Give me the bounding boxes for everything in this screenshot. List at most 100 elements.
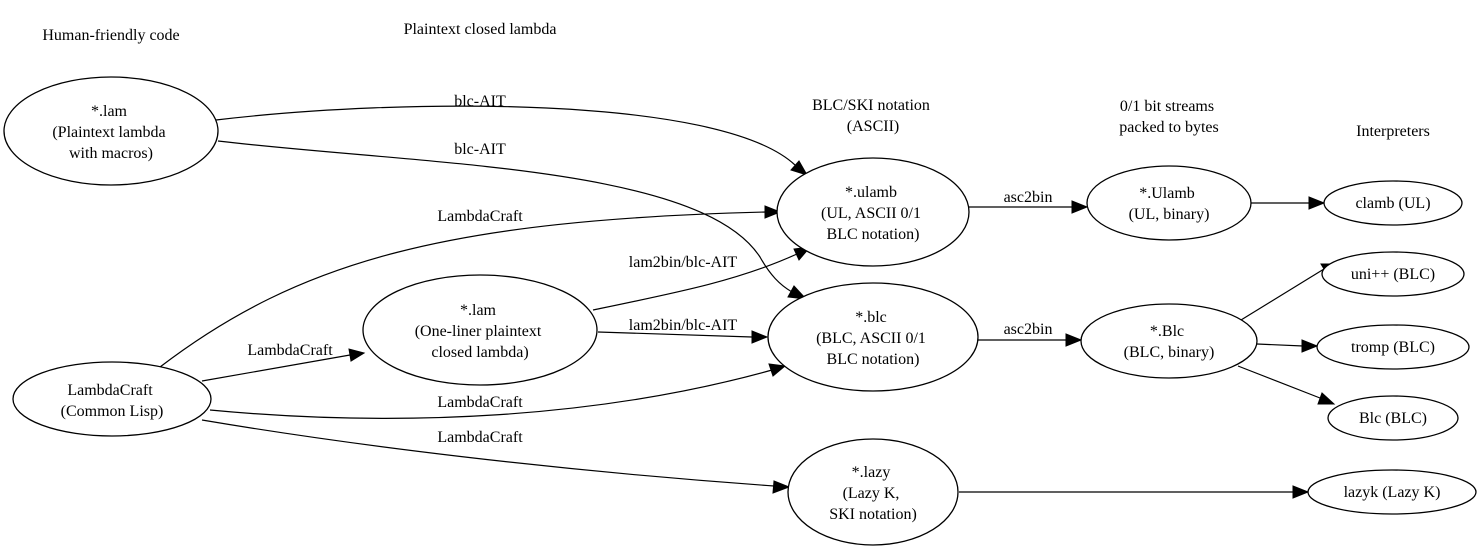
node-shape	[1307, 469, 1477, 515]
edge-label: blc-AIT	[454, 93, 506, 110]
edge-line	[592, 253, 798, 311]
edge-label: LambdaCraft	[247, 342, 333, 359]
node-shape	[1321, 251, 1465, 297]
node-label-line: (BLC, ASCII 0/1	[816, 330, 926, 347]
node-blc-interp: Blc (BLC)	[1327, 395, 1459, 441]
column-headers: Human-friendly code Plaintext closed lam…	[42, 21, 1430, 140]
edge-label: lam2bin/blc-AIT	[629, 254, 738, 271]
edge-line	[201, 354, 351, 382]
edge-bbin-to-blc	[1237, 365, 1336, 405]
edge-label: LambdaCraft	[437, 429, 523, 446]
node-lam-oneliner: *.lam (One-liner plaintext closed lambda…	[362, 274, 598, 386]
edge-label: blc-AIT	[454, 141, 506, 158]
edges: blc-AIT blc-AIT LambdaCraft LambdaCraft …	[159, 93, 1340, 499]
edge-lc-to-lazy: LambdaCraft	[201, 419, 791, 494]
node-label-line: (UL, ASCII 0/1	[821, 205, 921, 222]
node-label-line: (Common Lisp)	[61, 403, 164, 420]
node-ulamb-ascii: *.ulamb (UL, ASCII 0/1 BLC notation)	[776, 157, 970, 267]
nodes: *.lam (Plaintext lambda with macros) Lam…	[3, 76, 1477, 546]
node-label: *.blc (BLC, ASCII 0/1 BLC notation)	[816, 309, 930, 368]
node-label: uni++ (BLC)	[1351, 266, 1435, 283]
node-label: LambdaCraft (Common Lisp)	[61, 382, 164, 420]
edge-label: asc2bin	[1004, 321, 1053, 338]
node-label: *.lam (Plaintext lambda with macros)	[52, 103, 169, 162]
edge-lc-to-ulamb: LambdaCraft	[159, 205, 782, 368]
node-label-line: *.lam	[91, 103, 128, 120]
node-label-line: LambdaCraft	[67, 382, 153, 399]
arrowhead	[348, 348, 366, 362]
node-label-line: SKI notation)	[829, 506, 917, 523]
node-label-line: with macros)	[69, 145, 153, 162]
node-shape	[1323, 180, 1463, 226]
node-lazy-ski: *.lazy (Lazy K, SKI notation)	[787, 438, 959, 546]
node-label: *.Blc (BLC, binary)	[1124, 323, 1215, 361]
node-label-line: (One-liner plaintext	[415, 323, 542, 340]
edge-lam-to-ulamb: blc-AIT	[215, 93, 809, 176]
arrowhead	[1292, 485, 1310, 499]
node-unipp: uni++ (BLC)	[1321, 251, 1465, 297]
node-tromp: tromp (BLC)	[1316, 324, 1470, 370]
node-shape	[1086, 165, 1252, 241]
edge-line	[1256, 343, 1304, 347]
node-label-line: (Plaintext lambda	[52, 124, 165, 141]
node-lazyk: lazyk (Lazy K)	[1307, 469, 1477, 515]
header-blc-ski-line: (ASCII)	[847, 118, 899, 135]
edge-lc-to-oneliner: LambdaCraft	[201, 342, 366, 382]
edge-label: lam2bin/blc-AIT	[629, 317, 738, 334]
node-shape	[12, 361, 212, 437]
node-shape	[1327, 395, 1459, 441]
header-blc-ski: BLC/SKI notation (ASCII)	[812, 97, 934, 135]
node-shape	[3, 76, 219, 186]
node-label: clamb (UL)	[1355, 195, 1430, 212]
edge-line	[201, 419, 775, 487]
node-ulamb-binary: *.Ulamb (UL, binary)	[1086, 165, 1252, 241]
edge-label: asc2bin	[1004, 189, 1053, 206]
edge-oneliner-to-blc: lam2bin/blc-AIT	[597, 317, 769, 344]
arrowhead	[1065, 333, 1083, 347]
node-shape	[776, 157, 970, 267]
header-human-friendly: Human-friendly code	[42, 27, 179, 44]
edge-lazy-to-lazyk	[959, 485, 1310, 499]
edge-ubin-to-clamb	[1251, 196, 1326, 210]
header-plaintext-closed: Plaintext closed lambda	[404, 21, 557, 38]
node-label-line: BLC notation)	[827, 226, 920, 243]
node-label-line: *.lam	[460, 302, 497, 319]
node-shape	[1316, 324, 1470, 370]
edge-line	[1240, 268, 1325, 321]
edge-line	[597, 331, 753, 338]
edge-lc-to-blc: LambdaCraft	[209, 363, 787, 419]
node-label-line: (Lazy K,	[843, 485, 900, 502]
node-lambdacraft: LambdaCraft (Common Lisp)	[12, 361, 212, 437]
arrowhead	[768, 363, 787, 377]
edge-line	[217, 140, 793, 293]
arrowhead	[1071, 200, 1089, 214]
node-clamb: clamb (UL)	[1323, 180, 1463, 226]
node-label: *.lazy (Lazy K, SKI notation)	[829, 464, 917, 523]
node-label-line: *.lazy	[852, 464, 891, 481]
header-interpreters: Interpreters	[1356, 123, 1430, 140]
edge-ulamb-to-binary: asc2bin	[969, 189, 1089, 214]
node-label-line: (UL, binary)	[1129, 206, 1210, 223]
edge-label: LambdaCraft	[437, 394, 523, 411]
header-blc-ski-line: BLC/SKI notation	[812, 97, 930, 114]
node-label: *.lam (One-liner plaintext closed lambda…	[415, 302, 546, 361]
edge-lam-to-blc: blc-AIT	[217, 140, 808, 300]
arrowhead	[772, 480, 791, 494]
node-label: lazyk (Lazy K)	[1344, 484, 1441, 501]
node-label: *.ulamb (UL, ASCII 0/1 BLC notation)	[821, 184, 925, 243]
edge-line	[215, 105, 796, 166]
node-label-line: closed lambda)	[431, 344, 528, 361]
arrowhead	[787, 285, 808, 300]
edge-oneliner-to-ulamb: lam2bin/blc-AIT	[592, 246, 812, 311]
edge-blc-to-binary: asc2bin	[978, 321, 1083, 347]
header-bitstreams-line: packed to bytes	[1119, 119, 1219, 136]
node-lam-macros: *.lam (Plaintext lambda with macros)	[3, 76, 219, 186]
node-shape	[362, 274, 598, 386]
node-blc-ascii: *.blc (BLC, ASCII 0/1 BLC notation)	[767, 282, 979, 392]
arrowhead	[1301, 339, 1319, 353]
node-label-line: *.ulamb	[845, 184, 897, 201]
edge-bbin-to-tromp	[1256, 339, 1319, 353]
node-label: Blc (BLC)	[1359, 410, 1427, 427]
node-label: *.Ulamb (UL, binary)	[1129, 185, 1210, 223]
